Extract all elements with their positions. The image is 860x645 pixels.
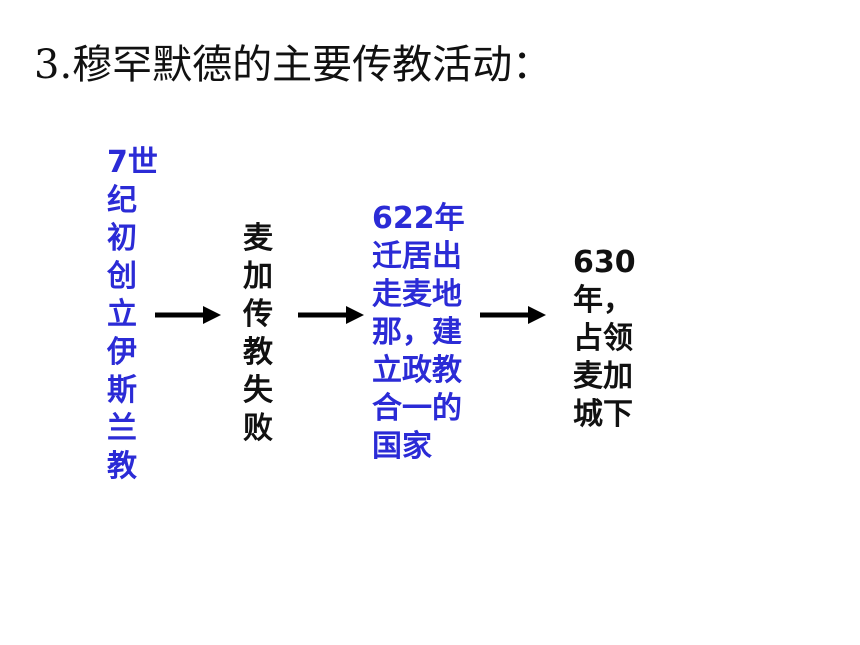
step-line: 占领 (573, 321, 633, 356)
step-line: 兰 (107, 411, 137, 446)
step-line: 走麦地 (372, 277, 462, 312)
step-line: 年， (573, 283, 633, 318)
page-title: 3.穆罕默德的主要传教活动： (34, 42, 553, 88)
step-line: 纪 (107, 183, 137, 218)
step-line: 国家 (372, 429, 432, 464)
step-founding-islam: 7世 纪 初 创 立 伊 斯 兰 教 (107, 144, 158, 486)
step-line: 城下 (573, 397, 633, 432)
step-hijra-medina: 622年 迁居出 走麦地 那，建 立政教 合一的 国家 (372, 200, 465, 466)
step-line: 合一的 (372, 391, 462, 426)
arrow-right-icon (480, 306, 546, 324)
step-line: 创 (107, 259, 137, 294)
step-line: 败 (243, 411, 273, 446)
step-line: 初 (107, 221, 137, 256)
step-line: 教 (107, 449, 137, 484)
step-mecca-failure: 麦 加 传 教 失 败 (243, 220, 273, 448)
arrow-right-icon (155, 306, 221, 324)
step-line: 失 (243, 373, 273, 408)
step-line: 斯 (107, 373, 137, 408)
step-conquer-mecca: 630 年， 占领 麦加 城下 (573, 244, 636, 434)
step-line: 伊 (107, 335, 137, 370)
step-line: 630 (573, 245, 636, 280)
step-line: 立 (107, 297, 137, 332)
step-line: 7世 (107, 145, 158, 180)
step-line: 622年 (372, 201, 465, 236)
step-line: 立政教 (372, 353, 462, 388)
step-line: 传 (243, 297, 273, 332)
step-line: 迁居出 (372, 239, 462, 274)
step-line: 加 (243, 259, 273, 294)
step-line: 教 (243, 335, 273, 370)
arrow-right-icon (298, 306, 364, 324)
step-line: 那，建 (372, 315, 462, 350)
step-line: 麦加 (573, 359, 633, 394)
step-line: 麦 (243, 221, 273, 256)
